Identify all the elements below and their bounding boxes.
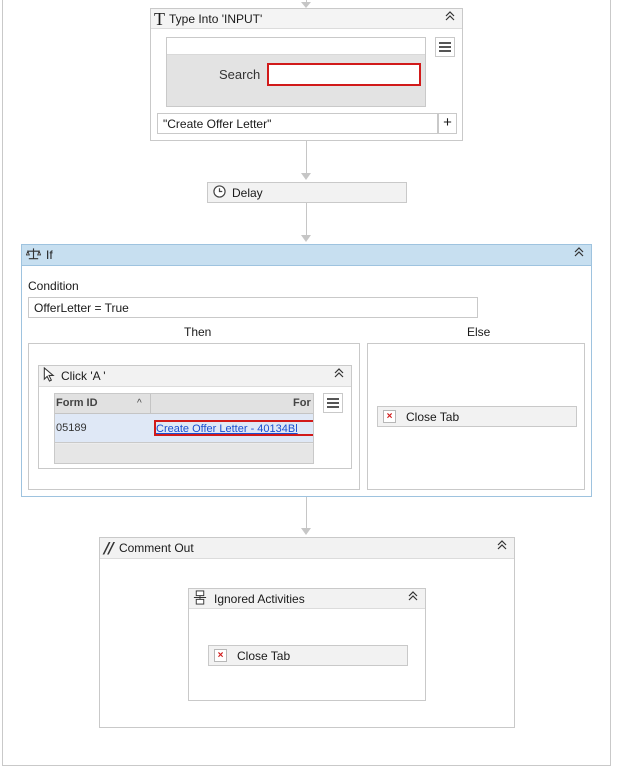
type-into-text-value: "Create Offer Letter" xyxy=(163,116,272,131)
table-header: Form ID ^ For xyxy=(55,394,313,414)
type-into-icon: T xyxy=(154,8,165,29)
ignored-activities-header[interactable]: Ignored Activities xyxy=(189,589,425,609)
collapse-icon[interactable] xyxy=(332,368,346,382)
if-title: If xyxy=(46,248,53,262)
table-col-divider xyxy=(150,394,151,414)
click-screenshot[interactable]: Form ID ^ For 05189 Create Offer Letter … xyxy=(54,393,314,464)
connector-typeinto-delay xyxy=(306,141,307,174)
condition-field[interactable]: OfferLetter = True xyxy=(28,297,478,318)
click-options-button[interactable] xyxy=(323,393,343,413)
connector-arrow xyxy=(301,2,311,8)
if-icon xyxy=(25,247,42,264)
ignored-close-tab-title: Close Tab xyxy=(237,648,291,663)
connector-delay-if xyxy=(306,203,307,236)
comment-out-activity[interactable]: // Comment Out Ignored Activities × Clos… xyxy=(99,537,515,728)
close-tab-icon: × xyxy=(214,649,227,662)
collapse-icon[interactable] xyxy=(406,591,420,605)
condition-value: OfferLetter = True xyxy=(34,300,129,315)
screenshot-search-target xyxy=(267,63,421,86)
table-header-form: For xyxy=(293,397,311,409)
sort-icon: ^ xyxy=(137,398,142,409)
delay-title: Delay xyxy=(232,185,263,200)
type-into-add-button[interactable]: + xyxy=(438,113,457,134)
collapse-icon[interactable] xyxy=(443,11,457,25)
sequence-icon xyxy=(193,589,207,608)
else-close-tab-title: Close Tab xyxy=(406,409,460,424)
click-target-highlight: Create Offer Letter - 40134Bl xyxy=(154,420,313,436)
connector-arrow xyxy=(301,173,311,180)
table-empty-row xyxy=(55,444,313,463)
type-into-screenshot[interactable]: Search xyxy=(166,37,426,107)
click-activity[interactable]: Click 'A ' Form ID ^ For 05189 xyxy=(38,365,352,469)
if-header[interactable]: If xyxy=(22,245,591,266)
connector-if-comment xyxy=(306,497,307,529)
collapse-icon[interactable] xyxy=(495,540,509,554)
then-label: Then xyxy=(184,325,212,339)
else-close-tab-activity[interactable]: × Close Tab xyxy=(377,406,577,427)
table-cell-link: Create Offer Letter - 40134Bl xyxy=(156,423,298,435)
table-cell-form-id: 05189 xyxy=(56,422,87,434)
comment-out-title: Comment Out xyxy=(118,541,194,555)
screenshot-search-label: Search xyxy=(219,67,261,82)
ignored-activities-title: Ignored Activities xyxy=(214,591,305,606)
click-header[interactable]: Click 'A ' xyxy=(39,366,351,387)
screenshot-topbar xyxy=(167,38,425,55)
type-into-text-field[interactable]: "Create Offer Letter" xyxy=(157,113,438,134)
type-into-title: Type Into 'INPUT' xyxy=(169,11,263,26)
collapse-icon[interactable] xyxy=(572,247,586,261)
plus-icon: + xyxy=(443,114,452,131)
cursor-icon xyxy=(43,366,55,385)
table-row: 05189 Create Offer Letter - 40134Bl xyxy=(55,414,313,443)
type-into-header[interactable]: T Type Into 'INPUT' xyxy=(151,9,462,29)
if-activity[interactable]: If Condition OfferLetter = True Then Els… xyxy=(21,244,592,497)
close-tab-icon: × xyxy=(383,410,396,423)
comment-out-icon: // xyxy=(104,539,114,557)
else-branch[interactable]: × Close Tab xyxy=(367,343,585,490)
connector-arrow xyxy=(301,235,311,242)
type-into-activity[interactable]: T Type Into 'INPUT' Search "Create Offer… xyxy=(150,8,463,141)
connector-arrow xyxy=(301,528,311,535)
canvas-border xyxy=(2,0,611,766)
table-header-form-id: Form ID xyxy=(56,397,98,409)
type-into-options-button[interactable] xyxy=(435,37,455,57)
condition-label: Condition xyxy=(28,279,79,293)
clock-icon xyxy=(213,184,226,201)
click-title: Click 'A ' xyxy=(61,369,106,383)
else-label: Else xyxy=(467,325,491,339)
ignored-close-tab-activity[interactable]: × Close Tab xyxy=(208,645,408,666)
delay-activity[interactable]: Delay xyxy=(207,182,407,203)
then-branch[interactable]: Click 'A ' Form ID ^ For 05189 xyxy=(28,343,360,490)
ignored-activities-activity[interactable]: Ignored Activities × Close Tab xyxy=(188,588,426,701)
comment-out-header[interactable]: // Comment Out xyxy=(100,538,514,559)
